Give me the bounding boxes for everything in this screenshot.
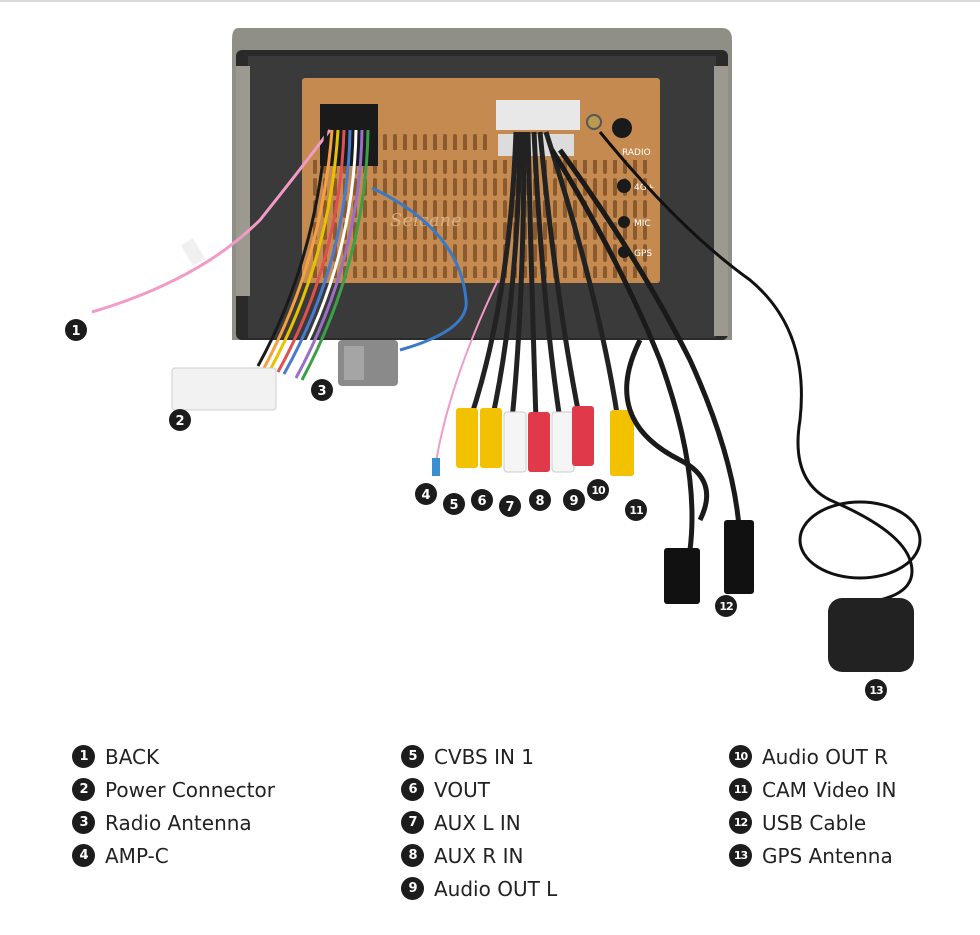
callout-13: 13 [865,679,887,701]
gps-port [586,114,602,130]
number-badge: 4 [72,844,95,867]
fourg-port [617,179,631,193]
number-badge: 12 [729,811,752,834]
top-divider [0,0,980,2]
callout-6: 6 [471,489,493,511]
svg-text:3: 3 [317,384,326,399]
number-badge: 7 [401,811,424,834]
legend-item: 11 CAM Video IN [729,773,897,806]
legend-label: Radio Antenna [105,810,252,835]
gps-port-label: GPS [634,249,652,259]
mic-port-label: MIC [634,219,651,229]
legend-item: 7 AUX L IN [401,806,557,839]
legend-label: BACK [105,744,160,769]
callout-badges: 1 2 3 4 5 6 7 8 9 10 11 12 13 [65,319,887,701]
callout-2: 2 [169,409,191,431]
rca-socket [496,100,580,130]
legend-item: 3 Radio Antenna [72,806,275,839]
callout-9: 9 [563,489,585,511]
svg-text:1: 1 [71,324,80,339]
legend-label: VOUT [434,777,490,802]
svg-text:13: 13 [869,684,883,697]
callout-10: 10 [587,479,609,501]
legend-label: Audio OUT L [434,876,558,901]
power-harness [256,129,370,381]
number-badge: 11 [729,778,752,801]
svg-text:12: 12 [719,600,733,613]
radio-port-label: RADIO [622,148,651,158]
gps-antenna [598,131,922,672]
number-badge: 2 [72,778,95,801]
legend-item: 13 GPS Antenna [729,839,897,872]
legend-label: USB Cable [762,810,867,835]
svg-text:11: 11 [629,504,643,517]
legend-column-2: 5 CVBS IN 1 6 VOUT 7 AUX L IN 8 AUX R IN 9 Au… [401,740,557,905]
callout-1: 1 [65,319,87,341]
svg-text:10: 10 [591,484,606,497]
legend-item: 6 VOUT [401,773,557,806]
number-badge: 13 [729,844,752,867]
svg-text:2: 2 [175,414,184,429]
radio-antenna-adapter [338,186,468,386]
mic-port [618,216,630,228]
callout-7: 7 [499,495,521,517]
legend-item: 5 CVBS IN 1 [401,740,557,773]
rca-cables [432,131,634,476]
legend-label: Audio OUT R [762,744,889,769]
svg-text:6: 6 [477,494,486,509]
usb-cables [549,148,743,551]
brand-watermark: Seicane [390,210,462,231]
svg-text:4: 4 [421,488,430,503]
legend-label: GPS Antenna [762,843,893,868]
callout-4: 4 [415,483,437,505]
callout-5: 5 [443,493,465,515]
legend-column-3: 10 Audio OUT R 11 CAM Video IN 12 USB Cable… [729,740,897,872]
usb-plug-a [664,548,700,604]
legend-label: CVBS IN 1 [434,744,535,769]
callout-11: 11 [625,499,647,521]
legend-label: AUX R IN [434,843,524,868]
back-wire [91,129,332,314]
legend-item: 8 AUX R IN [401,839,557,872]
legend-item: 1 BACK [72,740,275,773]
fourg-port-label: 4G+ [634,183,654,193]
power-connector [171,367,277,411]
number-badge: 8 [401,844,424,867]
legend-label: AMP-C [105,843,169,868]
legend-label: AUX L IN [434,810,521,835]
legend-label: Power Connector [105,777,275,802]
number-badge: 5 [401,745,424,768]
usb-plug-b [724,520,754,594]
svg-text:7: 7 [505,500,514,515]
legend-item: 9 Audio OUT L [401,872,557,905]
svg-text:5: 5 [449,498,458,513]
number-badge: 10 [729,745,752,768]
number-badge: 6 [401,778,424,801]
callout-3: 3 [311,379,333,401]
legend-label: CAM Video IN [762,777,897,802]
number-badge: 3 [72,811,95,834]
legend-item: 2 Power Connector [72,773,275,806]
head-unit: RADIO 4G+ MIC GPS Seicane [232,28,732,340]
legend-item: 12 USB Cable [729,806,897,839]
svg-text:8: 8 [535,494,544,509]
wiring-diagram: RADIO 4G+ MIC GPS Seicane [65,28,922,701]
number-badge: 1 [72,745,95,768]
callout-8: 8 [529,489,551,511]
callout-12: 12 [715,595,737,617]
radio-port [612,118,632,138]
number-badge: 9 [401,877,424,900]
legend-item: 4 AMP-C [72,839,275,872]
legend-item: 10 Audio OUT R [729,740,897,773]
svg-text:9: 9 [569,494,578,509]
